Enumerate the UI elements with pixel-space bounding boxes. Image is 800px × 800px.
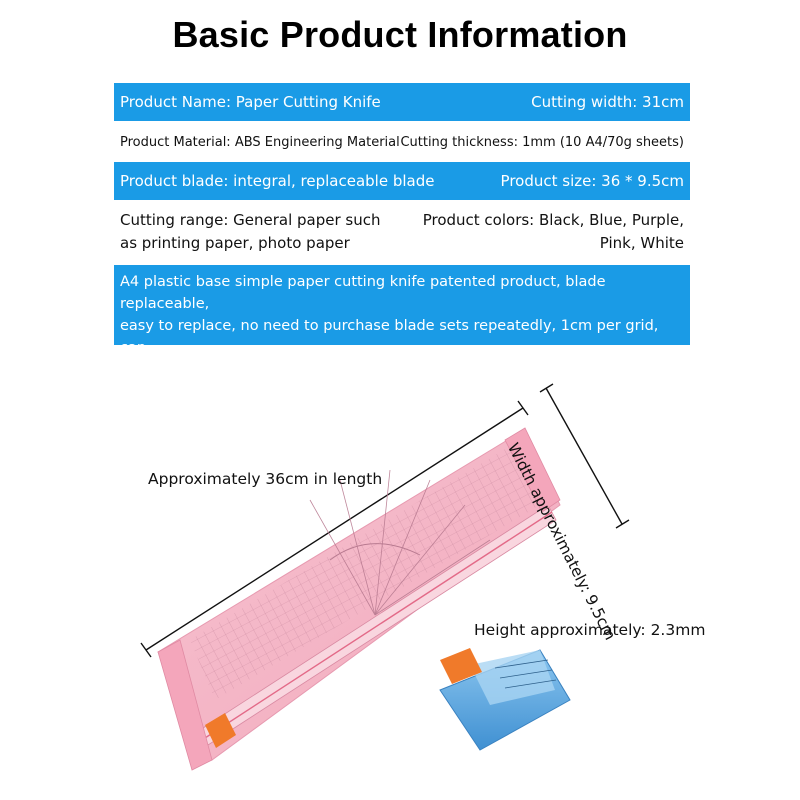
cutting-range-line2: as printing paper, photo paper: [120, 234, 350, 252]
blade-text: Product blade: integral, replaceable bla…: [120, 172, 435, 190]
info-row-description: A4 plastic base simple paper cutting kni…: [114, 265, 690, 378]
slider-handle: [205, 713, 236, 748]
cutting-width-text: Cutting width: 31cm: [531, 93, 684, 111]
page-title: Basic Product Information: [172, 14, 628, 55]
cutting-thickness-text: Cutting thickness: 1mm (10 A4/70g sheets…: [400, 134, 684, 150]
product-name-text: Product Name: Paper Cutting Knife: [120, 93, 381, 111]
cutting-range-text: Cutting range: General paper such as pri…: [120, 209, 400, 255]
length-label: Approximately 36cm in length: [148, 470, 383, 488]
height-label: Height approximately: 2.3mm: [474, 621, 706, 639]
cutting-range-line1: Cutting range: General paper such: [120, 211, 381, 229]
width-dimension-line: [539, 383, 630, 529]
length-dimension-line: [140, 400, 529, 658]
info-row-material: Product Material: ABS Engineering Materi…: [114, 123, 690, 161]
colors-text: Product colors: Black, Blue, Purple, Pin…: [414, 209, 684, 255]
description-line3: cut 15 30 45 60 75 90 degree angles: [120, 362, 390, 378]
colors-line1: Product colors: Black, Blue, Purple,: [422, 211, 684, 229]
description-text: A4 plastic base simple paper cutting kni…: [120, 271, 684, 381]
size-text: Product size: 36 * 9.5cm: [500, 172, 684, 190]
info-row-range: Cutting range: General paper such as pri…: [114, 203, 690, 263]
material-text: Product Material: ABS Engineering Materi…: [120, 134, 400, 150]
info-row-name: Product Name: Paper Cutting Knife Cuttin…: [114, 83, 690, 121]
description-line2: easy to replace, no need to purchase bla…: [120, 318, 659, 356]
colors-line2: Pink, White: [599, 234, 684, 252]
info-row-blade: Product blade: integral, replaceable bla…: [114, 162, 690, 200]
description-line1: A4 plastic base simple paper cutting kni…: [120, 274, 606, 312]
paper-cutter-image: [157, 427, 561, 771]
height-inset-image: [430, 640, 571, 751]
